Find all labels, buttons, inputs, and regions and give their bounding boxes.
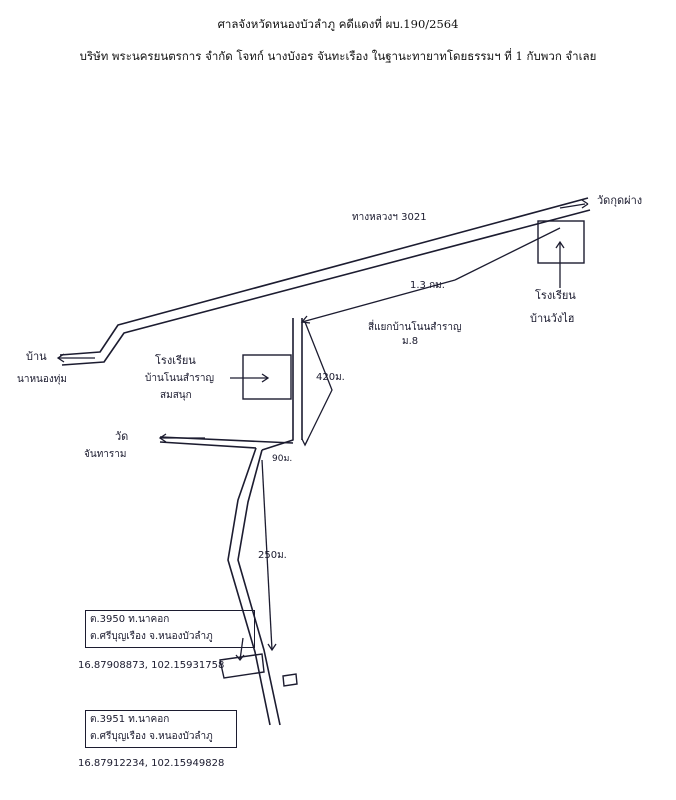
parcel-3950-line1: ต.3950 ท.นาคอก <box>90 614 170 625</box>
arrows <box>56 199 589 662</box>
label-junction-2: ม.8 <box>402 336 418 347</box>
label-highway: ทางหลวงฯ 3021 <box>352 212 427 223</box>
label-village-w-1: บ้าน <box>26 350 47 363</box>
court-case-title: ศาลจังหวัดหนองบัวลำภู คดีแดงที่ ผบ.190/2… <box>217 17 459 31</box>
parcel-3951-line1: ต.3951 ท.นาคอก <box>90 714 170 725</box>
parties-line: บริษัท พระนครยนตรการ จำกัด โจทก์ นางบังอ… <box>79 49 597 63</box>
parcel-3951-line2: ต.ศรีบุญเรือง จ.หนองบัวลำภู <box>90 731 213 742</box>
label-temple-w-1: วัด <box>115 430 128 443</box>
label-village-w-2: นาหนองทุ่ม <box>17 374 67 385</box>
label-temple-kud-phang: วัดกุดผ่าง <box>597 194 642 207</box>
label-distance-1-3km: 1.3 กม. <box>410 280 445 291</box>
label-school-mid-1: โรงเรียน <box>155 353 196 367</box>
label-distance-420m: 420ม. <box>316 372 345 383</box>
label-distance-90m: 90ม. <box>272 454 292 464</box>
parcel-3950-line2: ต.ศรีบุญเรือง จ.หนองบัวลำภู <box>90 631 213 642</box>
parcel-3951-box: ต.3951 ท.นาคอก ต.ศรีบุญเรือง จ.หนองบัวลำ… <box>85 710 237 748</box>
parcel-3951-coords: 16.87912234, 102.15949828 <box>78 758 225 769</box>
label-temple-w-2: จันทาราม <box>84 449 126 460</box>
school-non-samran-marker <box>242 354 292 400</box>
label-school-mid-3: สมสนุก <box>160 390 192 401</box>
label-school-mid-2: บ้านโนนสำราญ <box>145 371 214 384</box>
label-school-ne-1: โรงเรียน <box>535 288 576 302</box>
highway-3021-road <box>59 197 591 366</box>
parcel-3950-coords: 16.87908873, 102.15931758 <box>78 660 225 671</box>
label-junction-1: สี่แยกบ้านโนนสำราญ <box>368 319 462 333</box>
school-wang-hai-marker <box>537 220 585 264</box>
parcel-plots <box>219 653 298 687</box>
road-junction-south <box>261 318 303 451</box>
parcel-3950-box: ต.3950 ท.นาคอก ต.ศรีบุญเรือง จ.หนองบัวลำ… <box>85 610 255 648</box>
label-distance-250m: 250ม. <box>258 550 287 561</box>
road-south <box>227 447 281 726</box>
label-school-ne-2: บ้านวังไฮ <box>530 312 574 325</box>
